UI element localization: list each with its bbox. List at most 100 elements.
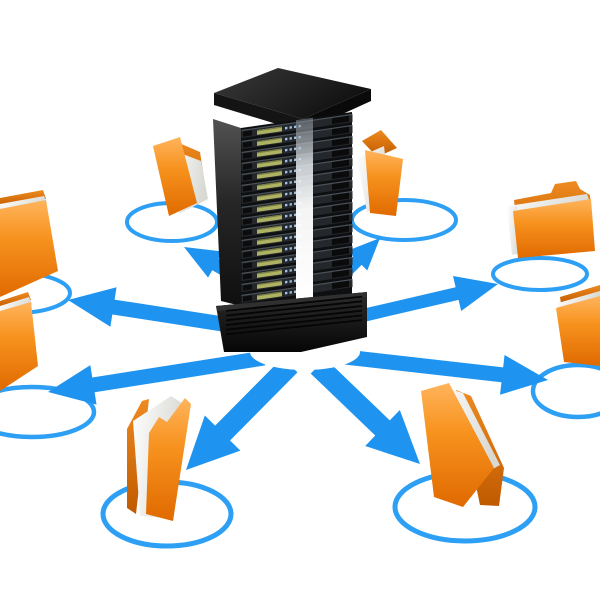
rack-led (294, 202, 297, 206)
rack-display-shade (257, 225, 282, 231)
rack-led (294, 246, 297, 250)
folder-front (556, 296, 600, 366)
ring-far-right-bottom (530, 362, 600, 420)
rack-led (289, 126, 292, 129)
rack-led (285, 137, 288, 141)
vent-line (226, 295, 362, 312)
rack-right-ear (332, 115, 349, 125)
rack-display-shade (257, 137, 282, 143)
ring-far-left-bottom (0, 384, 97, 440)
ring-right (491, 256, 589, 292)
rack-right-ear (332, 159, 349, 169)
rack-right-ear (332, 181, 349, 191)
rack-left-ear (243, 207, 252, 214)
rack-display-shade (257, 269, 282, 275)
vent-line (226, 300, 362, 317)
folder-left (0, 190, 58, 297)
rack-led (289, 291, 292, 294)
server-reflection-strip-group (296, 117, 313, 301)
rack-led (294, 235, 297, 239)
rack-led (294, 290, 297, 294)
arrow-to-far-left-bottom (48, 350, 266, 405)
rack-left-ear (243, 229, 252, 236)
arrow-to-bottom-right (310, 358, 420, 464)
rack-right-ear (332, 280, 349, 290)
rack-led (285, 225, 288, 229)
folder-front (153, 137, 197, 216)
rack-right-ear (332, 225, 349, 235)
rack-led (285, 291, 288, 295)
rack-left-ear (243, 284, 252, 291)
rack-led (289, 170, 292, 173)
rack-right-ear (332, 247, 349, 257)
rack-left-ear (243, 251, 252, 258)
rack-led (285, 148, 288, 152)
server-reflection-strip (296, 117, 313, 301)
folder-pages (508, 194, 589, 213)
rack-display-shade (257, 192, 282, 198)
arrow-to-far-right-bottom (344, 349, 548, 395)
rack-left-ear (243, 295, 252, 302)
vent-line (226, 305, 362, 322)
rack-right-ear (332, 258, 349, 268)
vent-line (226, 319, 362, 336)
rack-display-shade (257, 159, 282, 165)
rack-led (289, 148, 292, 151)
rack-led (289, 192, 292, 195)
rack-led (289, 225, 292, 228)
rack-left-ear (243, 218, 252, 225)
rack-display-shade (257, 214, 282, 220)
rack-led (285, 192, 288, 196)
folder-right (507, 181, 595, 258)
rack-right-ear (332, 126, 349, 136)
rack-display-shade (257, 148, 282, 154)
rack-right-ear (332, 170, 349, 180)
rack-display-shade (257, 258, 282, 264)
rack-led (294, 169, 297, 173)
vent-line (226, 309, 362, 326)
folder-front (0, 200, 58, 297)
folder-back (560, 285, 600, 304)
rack-right-ear (332, 203, 349, 213)
rack-led (289, 203, 292, 206)
rack-led (285, 181, 288, 185)
rack-right-ear (332, 148, 349, 158)
folder-front (0, 302, 38, 391)
rack-led (294, 147, 297, 151)
rack-led (289, 214, 292, 217)
rack-led (285, 126, 288, 130)
rack-right-ear (332, 214, 349, 224)
folder-front (513, 199, 595, 258)
rack-display-shade (257, 291, 282, 297)
rack-left-ear (243, 240, 252, 247)
rack-display-shade (257, 203, 282, 209)
rack-led (285, 280, 288, 284)
rack-display-shade (257, 236, 282, 242)
rack-led (294, 257, 297, 261)
rack-led (294, 268, 297, 272)
folder-far-left-bottom (0, 292, 38, 391)
folder-top-left (153, 137, 208, 216)
server-left-face (213, 119, 241, 306)
rack-led (294, 213, 297, 217)
folders-layer (0, 130, 600, 521)
rack-led (289, 269, 292, 272)
rack-led (289, 247, 292, 250)
rack-led (294, 125, 297, 129)
rack-right-ear (332, 236, 349, 246)
rack-left-ear (243, 152, 252, 159)
folder-front (365, 150, 403, 216)
rack-led (289, 258, 292, 261)
arrow-to-left (68, 287, 270, 339)
rack-left-ear (243, 130, 252, 137)
folder-far-right-bottom (556, 285, 600, 366)
rack-led (294, 158, 297, 162)
folder-bottom-right (421, 383, 504, 507)
rack-right-ear (332, 269, 349, 279)
rack-led (294, 180, 297, 184)
rack-led (289, 181, 292, 184)
rack-led (294, 136, 297, 140)
rack-left-ear (243, 163, 252, 170)
rack-led (294, 224, 297, 228)
